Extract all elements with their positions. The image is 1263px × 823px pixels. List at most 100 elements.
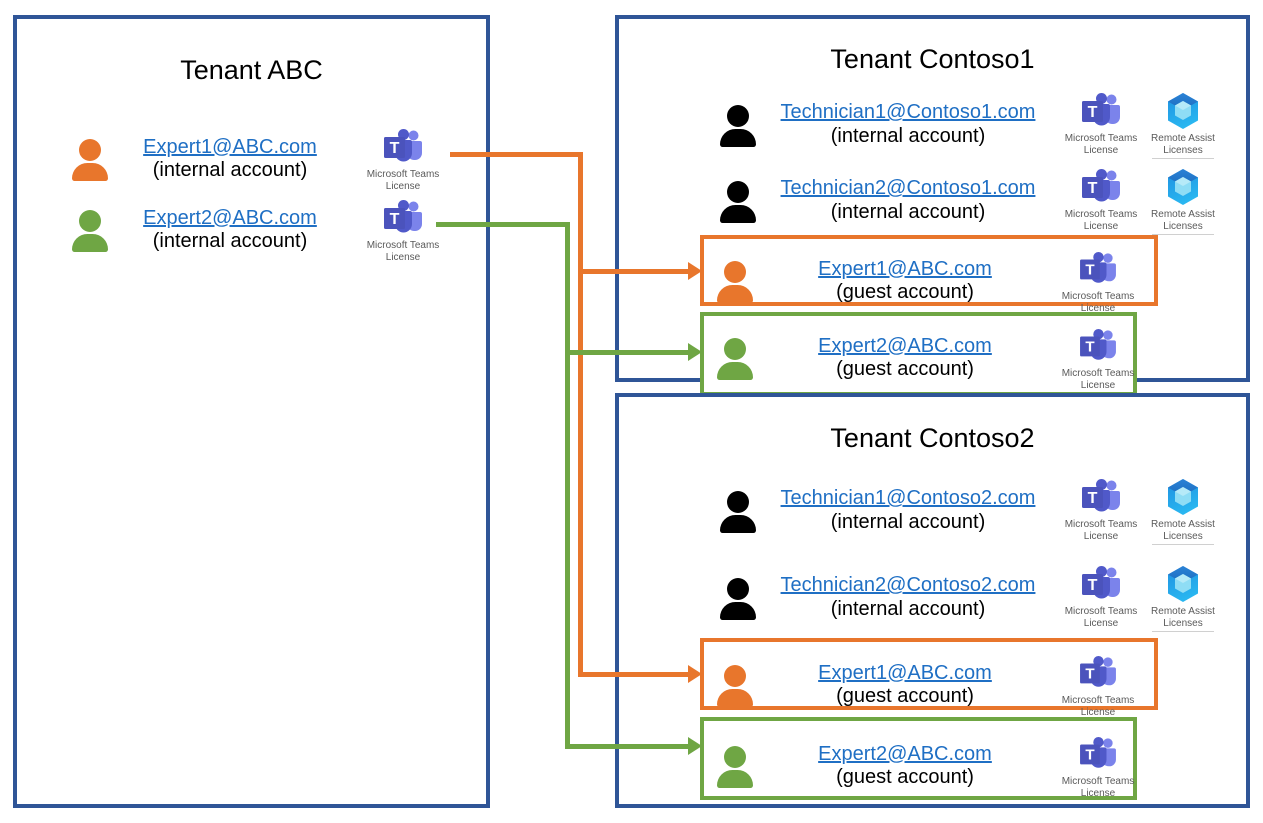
- connector-expert1-v-trunk: [578, 152, 583, 675]
- license-caption: Microsoft Teams License: [1061, 776, 1135, 799]
- connector-expert1-h-contoso1: [578, 269, 691, 274]
- person-row-contoso2-expert1: Expert1@ABC.com (guest account) T Micros…: [715, 652, 1155, 718]
- avatar: [718, 576, 758, 620]
- connector-expert1-arrow-contoso1: [688, 262, 702, 280]
- microsoft-teams-icon: T: [1064, 476, 1138, 518]
- license-badge-teams: T Microsoft Teams License: [1061, 325, 1135, 391]
- license-group: T Microsoft Teams License: [1061, 325, 1135, 391]
- svg-text:T: T: [390, 140, 400, 157]
- microsoft-teams-icon: T: [1064, 166, 1138, 208]
- connector-expert1-h-contoso2: [578, 672, 691, 677]
- person-row-contoso1-expert2: Expert2@ABC.com (guest account) T Micros…: [715, 325, 1155, 391]
- license-group: T Microsoft Teams License Remote Assist …: [1064, 563, 1220, 632]
- svg-text:T: T: [390, 211, 400, 228]
- license-caption: Microsoft Teams License: [366, 240, 440, 263]
- license-badge-teams: T Microsoft Teams License: [1061, 733, 1135, 799]
- account-kind-label: (guest account): [836, 766, 974, 788]
- license-caption: Microsoft Teams License: [1061, 291, 1135, 314]
- microsoft-teams-icon: T: [1061, 652, 1135, 694]
- person-row-contoso2-expert2: Expert2@ABC.com (guest account) T Micros…: [715, 733, 1155, 799]
- connector-expert2-arrow-contoso1: [688, 343, 702, 361]
- account-kind-label: (guest account): [836, 685, 974, 707]
- tenant-title-contoso1: Tenant Contoso1: [830, 44, 1035, 74]
- avatar: [718, 103, 758, 147]
- tenant-title-abc: Tenant ABC: [180, 55, 323, 85]
- account-email-link[interactable]: Expert2@ABC.com: [818, 742, 992, 765]
- connector-expert2-h-contoso2: [565, 744, 691, 749]
- svg-text:T: T: [1085, 666, 1095, 683]
- account-email-link[interactable]: Expert1@ABC.com: [143, 135, 317, 158]
- license-caption: Microsoft Teams License: [1064, 133, 1138, 156]
- divider: [1152, 158, 1214, 159]
- divider: [1152, 234, 1214, 235]
- microsoft-teams-icon: T: [1061, 325, 1135, 367]
- license-caption: Microsoft Teams License: [1061, 368, 1135, 391]
- microsoft-teams-icon: T: [1064, 90, 1138, 132]
- avatar: [715, 259, 755, 303]
- microsoft-teams-icon: T: [1061, 248, 1135, 290]
- license-badge-teams: T Microsoft Teams License: [1064, 563, 1138, 629]
- account-email-link[interactable]: Expert2@ABC.com: [143, 206, 317, 229]
- account-email-link[interactable]: Expert1@ABC.com: [818, 661, 992, 684]
- svg-text:T: T: [1088, 180, 1098, 197]
- person-row-contoso1-tech2: Technician2@Contoso1.com (internal accou…: [718, 166, 1238, 235]
- account-email-link[interactable]: Expert2@ABC.com: [818, 334, 992, 357]
- license-badge-remote-assist: Remote Assist Licenses: [1146, 166, 1220, 235]
- person-row-contoso2-tech1: Technician1@Contoso2.com (internal accou…: [718, 476, 1238, 545]
- license-caption: Microsoft Teams License: [1061, 695, 1135, 718]
- license-group: T Microsoft Teams License: [364, 126, 442, 192]
- microsoft-teams-icon: T: [364, 197, 442, 239]
- svg-text:T: T: [1088, 577, 1098, 594]
- license-badge-teams: T Microsoft Teams License: [1061, 652, 1135, 718]
- license-badge-teams: T Microsoft Teams License: [1064, 476, 1138, 542]
- license-caption: Microsoft Teams License: [1064, 209, 1138, 232]
- account-kind-label: (internal account): [830, 124, 986, 147]
- tenant-panel-abc: [13, 15, 490, 808]
- license-badge-remote-assist: Remote Assist Licenses: [1146, 563, 1220, 632]
- account-email-link[interactable]: Technician2@Contoso2.com: [780, 574, 1036, 597]
- avatar: [718, 179, 758, 223]
- remote-assist-icon: [1146, 166, 1220, 208]
- account-kind-label: (internal account): [152, 159, 308, 181]
- license-badge-teams: T Microsoft Teams License: [1064, 90, 1138, 156]
- license-badge-remote-assist: Remote Assist Licenses: [1146, 90, 1220, 159]
- remote-assist-icon: [1146, 90, 1220, 132]
- account-kind-label: (guest account): [836, 281, 974, 303]
- account-email-link[interactable]: Technician1@Contoso2.com: [780, 487, 1036, 510]
- svg-text:T: T: [1085, 747, 1095, 764]
- svg-text:T: T: [1085, 339, 1095, 356]
- microsoft-teams-icon: T: [1064, 563, 1138, 605]
- license-caption: Remote Assist Licenses: [1151, 519, 1215, 542]
- avatar: [715, 744, 755, 788]
- microsoft-teams-icon: T: [364, 126, 442, 168]
- license-caption: Microsoft Teams License: [1064, 519, 1138, 542]
- person-row-abc-expert2: Expert2@ABC.com (internal account) T Mic…: [70, 197, 480, 263]
- license-badge-teams: T Microsoft Teams License: [1061, 248, 1135, 314]
- svg-text:T: T: [1088, 104, 1098, 121]
- license-badge-teams: T Microsoft Teams License: [364, 197, 442, 263]
- avatar: [70, 208, 110, 252]
- connector-expert1-arrow-contoso2: [688, 665, 702, 683]
- tenant-panel-contoso2: [615, 393, 1250, 808]
- account-email-link[interactable]: Technician2@Contoso1.com: [780, 177, 1036, 200]
- account-kind-label: (internal account): [830, 200, 986, 223]
- connector-expert1-h1: [450, 152, 583, 157]
- license-badge-remote-assist: Remote Assist Licenses: [1146, 476, 1220, 545]
- license-caption: Remote Assist Licenses: [1151, 606, 1215, 629]
- svg-text:T: T: [1088, 490, 1098, 507]
- license-group: T Microsoft Teams License: [1061, 733, 1135, 799]
- license-group: T Microsoft Teams License: [1061, 248, 1135, 314]
- avatar: [718, 489, 758, 533]
- license-group: T Microsoft Teams License Remote Assist …: [1064, 166, 1220, 235]
- connector-expert2-h-contoso1: [565, 350, 691, 355]
- license-badge-teams: T Microsoft Teams License: [1064, 166, 1138, 232]
- account-email-link[interactable]: Technician1@Contoso1.com: [780, 101, 1036, 124]
- person-row-contoso1-tech1: Technician1@Contoso1.com (internal accou…: [718, 90, 1238, 159]
- account-email-link[interactable]: Expert1@ABC.com: [818, 257, 992, 280]
- license-badge-teams: T Microsoft Teams License: [364, 126, 442, 192]
- account-kind-label: (internal account): [830, 510, 986, 533]
- person-row-contoso2-tech2: Technician2@Contoso2.com (internal accou…: [718, 563, 1238, 632]
- guest-box-contoso1-expert1: [700, 235, 1158, 306]
- account-kind-label: (internal account): [152, 230, 308, 252]
- account-kind-label: (guest account): [836, 358, 974, 380]
